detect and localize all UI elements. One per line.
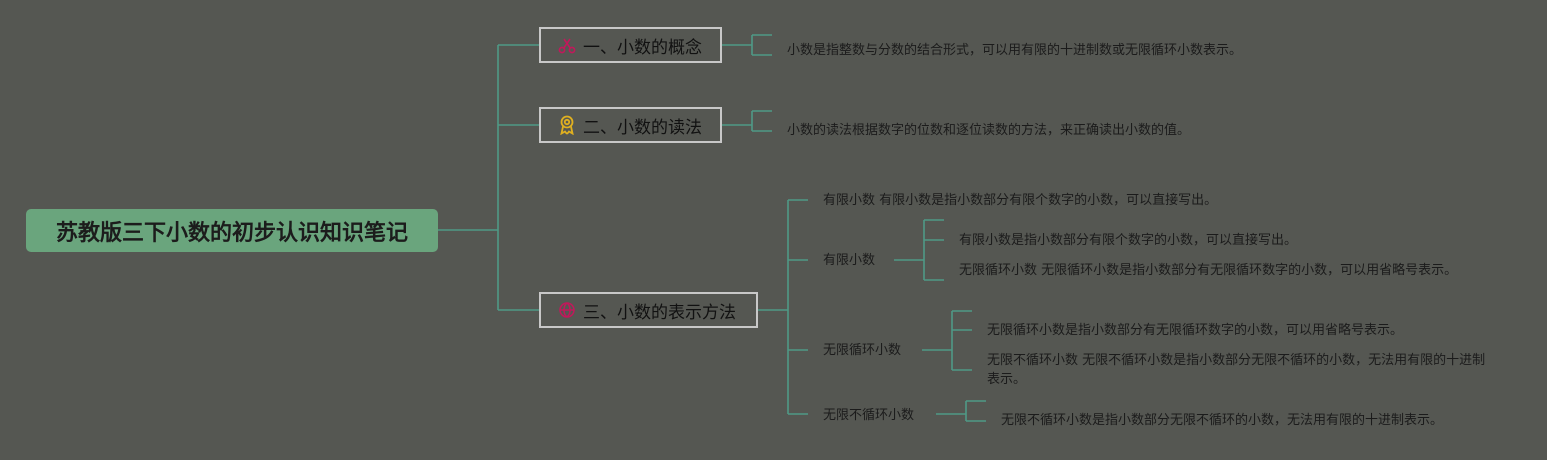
globe-icon (557, 300, 577, 320)
repeating-item-2: 无限不循环小数 无限不循环小数是指小数部分无限不循环的小数，无法用有限的十进制表… (987, 353, 1486, 387)
scissors-icon (557, 35, 577, 55)
finite-item-1: 有限小数是指小数部分有限个数字的小数，可以直接写出。 (959, 233, 1298, 248)
reading-detail: 小数的读法根据数字的位数和逐位读数的方法，来正确读出小数的值。 (787, 123, 1191, 138)
root-topic[interactable]: 苏教版三下小数的初步认识知识笔记 (26, 209, 438, 252)
sub-finite-decimal[interactable]: 有限小数 (823, 253, 876, 268)
sub-nonrepeating-decimal[interactable]: 无限不循环小数 (823, 408, 915, 423)
award-ribbon-icon (557, 115, 577, 135)
finite-item-2: 无限循环小数 无限循环小数是指小数部分有无限循环数字的小数，可以用省略号表示。 (959, 263, 1458, 278)
branch-representation-label: 三、小数的表示方法 (583, 302, 736, 323)
representation-top-note: 有限小数 有限小数是指小数部分有限个数字的小数，可以直接写出。 (823, 193, 1218, 208)
nonrepeating-item-1: 无限不循环小数是指小数部分无限不循环的小数，无法用有限的十进制表示。 (1001, 413, 1444, 428)
sub-repeating-decimal[interactable]: 无限循环小数 (823, 343, 902, 358)
branch-representation[interactable]: 三、小数的表示方法 (539, 292, 758, 328)
repeating-item-1: 无限循环小数是指小数部分有无限循环数字的小数，可以用省略号表示。 (987, 323, 1404, 338)
branch-concept[interactable]: 一、小数的概念 (539, 27, 722, 63)
branch-reading-label: 二、小数的读法 (583, 117, 702, 138)
branch-reading[interactable]: 二、小数的读法 (539, 107, 722, 143)
branch-concept-label: 一、小数的概念 (583, 37, 702, 58)
concept-detail: 小数是指整数与分数的结合形式，可以用有限的十进制数或无限循环小数表示。 (787, 43, 1243, 58)
